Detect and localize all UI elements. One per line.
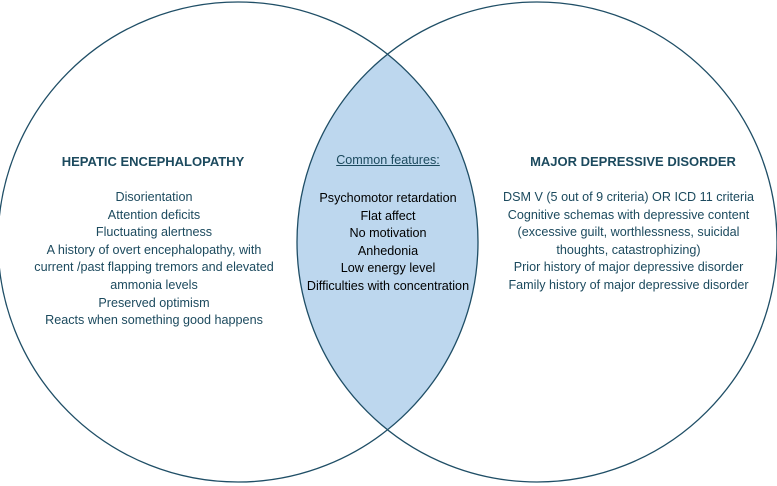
- list-item: DSM V (5 out of 9 criteria) OR ICD 11 cr…: [502, 190, 754, 204]
- list-item: Psychomotor retardation: [319, 191, 457, 205]
- list-item: Difficulties with concentration: [306, 278, 470, 293]
- list-item: ammonia levels: [110, 277, 198, 292]
- list-item: Reacts when something good happens: [45, 313, 263, 328]
- list-item: Flat affect: [360, 208, 416, 223]
- center-title: Common features:: [336, 153, 440, 167]
- list-item: current /past flapping tremors and eleva…: [34, 260, 274, 275]
- list-item: Cognitive schemas with depressive conten…: [507, 207, 750, 222]
- list-item: Low energy level: [340, 261, 436, 276]
- left-circle: [0, 1, 479, 483]
- right-circle: [296, 1, 777, 483]
- left-title: HEPATIC ENCEPHALOPATHY: [61, 154, 245, 169]
- list-item: (excessive guilt, worthlessness, suicida…: [517, 225, 740, 240]
- left-list: Disorientation Attention deficits Fluctu…: [12, 189, 296, 330]
- center-list: Psychomotor retardation Flat affect No m…: [296, 190, 480, 296]
- right-list: DSM V (5 out of 9 criteria) OR ICD 11 cr…: [480, 189, 777, 295]
- right-title: MAJOR DEPRESSIVE DISORDER: [530, 154, 736, 169]
- list-item: Attention deficits: [107, 207, 201, 222]
- overlap-region: [297, 2, 478, 482]
- list-item: A history of overt encephalopathy, with: [46, 242, 262, 257]
- list-item: thoughts, catastrophizing): [556, 242, 701, 257]
- list-item: Anhedonia: [357, 243, 419, 258]
- list-item: Family history of major depressive disor…: [508, 277, 749, 292]
- list-item: No motivation: [349, 226, 427, 241]
- list-item: Preserved optimism: [98, 295, 210, 310]
- list-item: Prior history of major depressive disord…: [513, 260, 744, 275]
- list-item: Fluctuating alertness: [95, 225, 213, 240]
- list-item: Disorientation: [115, 190, 193, 204]
